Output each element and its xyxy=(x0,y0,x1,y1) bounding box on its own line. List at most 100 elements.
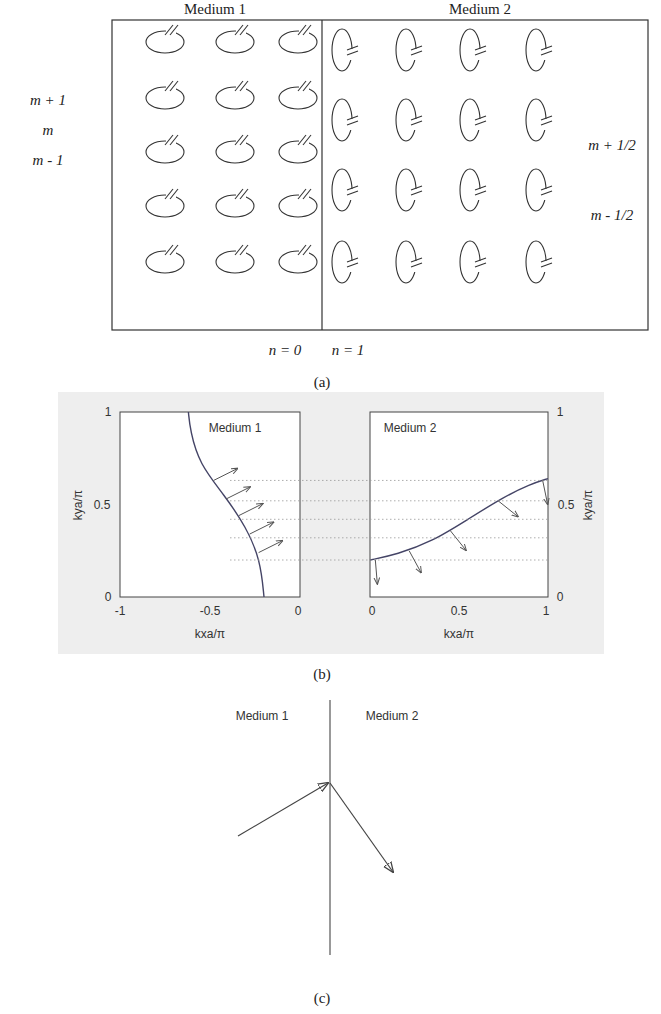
plot-frame xyxy=(120,412,300,597)
panel-label: (b) xyxy=(313,667,331,682)
row-index: m - 1 xyxy=(33,153,64,168)
interface-line xyxy=(321,20,322,330)
incident-ray xyxy=(238,783,328,836)
gap-plate xyxy=(303,135,311,145)
column-index: n = 1 xyxy=(332,343,365,358)
row-index: m + 1/2 xyxy=(588,138,636,153)
gap-plate xyxy=(347,186,358,190)
dispersion-plot xyxy=(188,412,548,597)
gap-plate xyxy=(170,189,178,199)
gap-plate xyxy=(475,46,486,50)
tick-label: 1 xyxy=(105,406,112,418)
interface-line xyxy=(329,700,330,955)
tick-label: -0.5 xyxy=(200,605,221,617)
group-velocity-arrow xyxy=(214,468,238,480)
group-velocity-arrow xyxy=(543,480,548,504)
gap-plate xyxy=(475,191,486,195)
refracted-ray xyxy=(330,783,393,872)
panel-frame xyxy=(112,20,648,330)
gap-plate xyxy=(347,121,358,125)
gap-plate xyxy=(475,263,486,267)
medium-label: Medium 2 xyxy=(449,2,511,17)
gap-plate xyxy=(303,81,311,91)
row-index: m xyxy=(43,123,54,138)
gap-plate xyxy=(475,51,486,55)
panel-label: (c) xyxy=(314,991,331,1006)
medium-label: Medium 1 xyxy=(209,422,262,434)
gap-plate xyxy=(411,186,422,190)
gap-plate xyxy=(240,245,248,255)
medium-label: Medium 1 xyxy=(184,2,246,17)
group-velocity-arrow xyxy=(409,551,421,573)
plot-frame xyxy=(370,412,548,597)
tick-label: 1 xyxy=(557,406,564,418)
gap-plate xyxy=(170,25,178,35)
gap-plate xyxy=(347,258,358,262)
gap-plate xyxy=(411,258,422,262)
guide-line xyxy=(230,560,548,561)
guide-line xyxy=(230,537,548,538)
gap-plate xyxy=(541,51,552,55)
gap-plate xyxy=(541,258,552,262)
group-velocity-arrow xyxy=(375,560,377,584)
medium-label: Medium 1 xyxy=(236,710,289,722)
gap-plate xyxy=(411,263,422,267)
gap-plate xyxy=(475,186,486,190)
tick-label: 1 xyxy=(543,605,550,617)
gap-plate xyxy=(475,121,486,125)
gap-plate xyxy=(347,263,358,267)
gap-plate xyxy=(240,135,248,145)
gap-plate xyxy=(541,46,552,50)
axis-label: kya/π xyxy=(582,490,594,520)
gap-plate xyxy=(541,116,552,120)
gap-plate xyxy=(475,116,486,120)
gap-plate xyxy=(541,263,552,267)
tick-label: 0.5 xyxy=(94,499,111,511)
group-velocity-arrow xyxy=(498,501,518,517)
tick-label: 0.5 xyxy=(558,499,575,511)
plot-ground xyxy=(58,392,604,654)
gap-plate xyxy=(303,25,311,35)
gap-plate xyxy=(303,245,311,255)
resonator-array xyxy=(146,25,552,283)
row-index: m - 1/2 xyxy=(591,208,634,223)
tick-label: -1 xyxy=(115,605,126,617)
column-index: n = 0 xyxy=(269,343,302,358)
axis-label: kya/π xyxy=(72,490,84,520)
dispersion-curve xyxy=(188,412,264,597)
group-velocity-arrow xyxy=(250,522,274,534)
axis-label: kxa/π xyxy=(195,628,225,640)
gap-plate xyxy=(541,186,552,190)
tick-label: 0 xyxy=(105,591,112,603)
tick-label: 0 xyxy=(369,605,376,617)
tick-label: 0 xyxy=(295,605,302,617)
medium-label: Medium 2 xyxy=(384,422,437,434)
gap-plate xyxy=(170,245,178,255)
gap-plate xyxy=(303,189,311,199)
axis-label: kxa/π xyxy=(444,628,474,640)
gap-plate xyxy=(347,191,358,195)
gap-plate xyxy=(411,46,422,50)
gap-plate xyxy=(411,121,422,125)
gap-plate xyxy=(475,258,486,262)
gap-plate xyxy=(240,81,248,91)
tick-label: 0 xyxy=(557,591,564,603)
gap-plate xyxy=(411,116,422,120)
gap-plate xyxy=(541,191,552,195)
gap-plate xyxy=(347,51,358,55)
guide-line xyxy=(230,500,548,501)
medium-label: Medium 2 xyxy=(366,710,419,722)
gap-plate xyxy=(347,116,358,120)
gap-plate xyxy=(411,51,422,55)
gap-plate xyxy=(541,121,552,125)
group-velocity-arrow xyxy=(239,504,263,516)
guide-line xyxy=(230,519,548,520)
group-velocity-arrow xyxy=(259,541,283,553)
gap-plate xyxy=(240,189,248,199)
panel-label: (a) xyxy=(314,375,331,390)
gap-plate xyxy=(240,25,248,35)
group-velocity-arrow xyxy=(226,487,250,499)
group-velocity-arrow xyxy=(450,530,466,550)
gap-plate xyxy=(347,46,358,50)
